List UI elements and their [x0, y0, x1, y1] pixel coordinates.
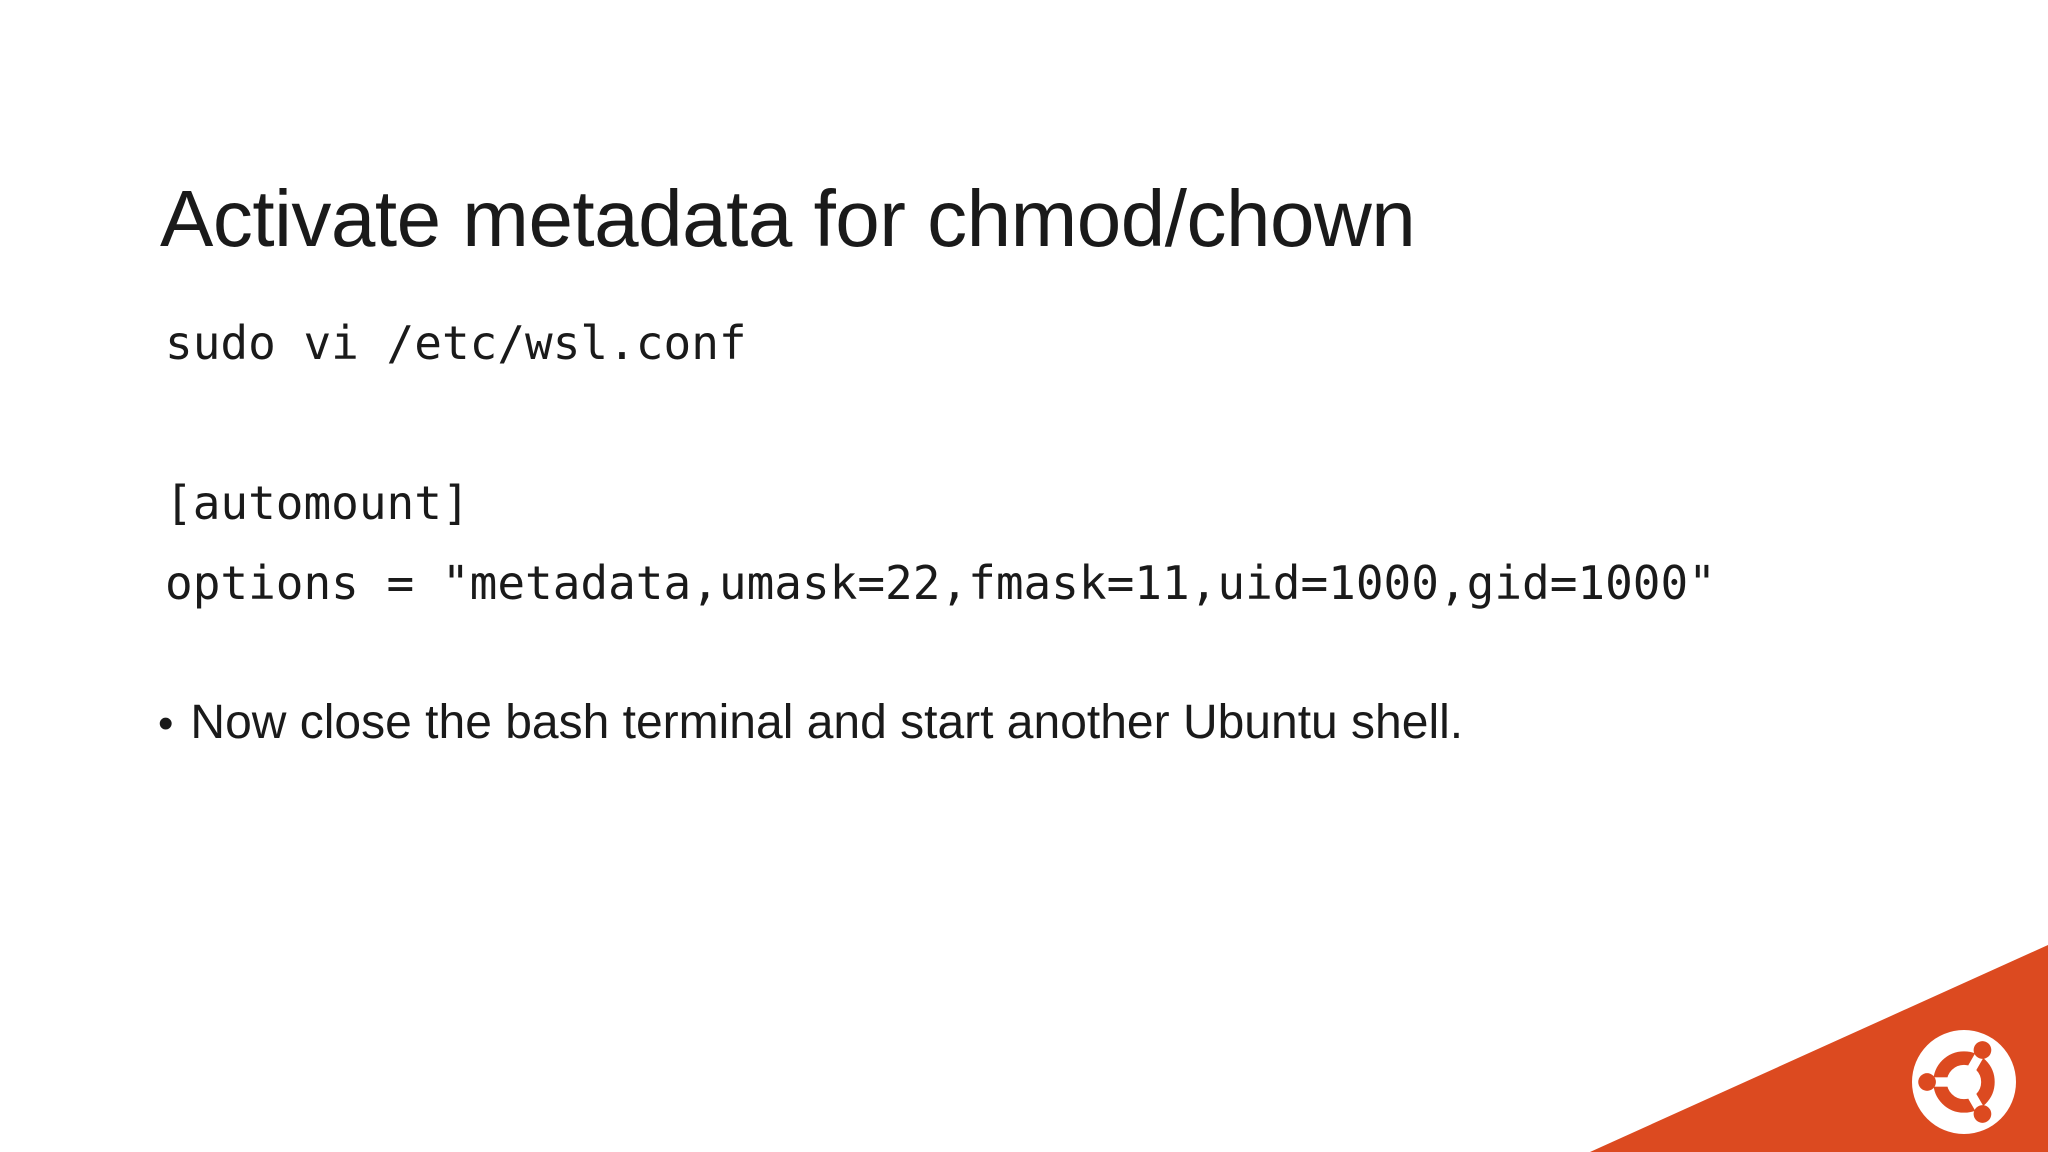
bullet-text: Now close the bash terminal and start an…	[190, 696, 1464, 749]
code-command: sudo vi /etc/wsl.conf	[165, 316, 747, 370]
code-config-block: [automount] options = "metadata,umask=22…	[165, 463, 1716, 623]
config-section-header: [automount]	[165, 476, 470, 530]
bullet-item: • Now close the bash terminal and start …	[158, 695, 1463, 750]
config-option-line: options = "metadata,umask=22,fmask=11,ui…	[165, 556, 1716, 610]
slide-title: Activate metadata for chmod/chown	[160, 173, 1416, 263]
bullet-marker-icon: •	[158, 699, 174, 748]
ubuntu-logo-icon	[1912, 1030, 2016, 1134]
